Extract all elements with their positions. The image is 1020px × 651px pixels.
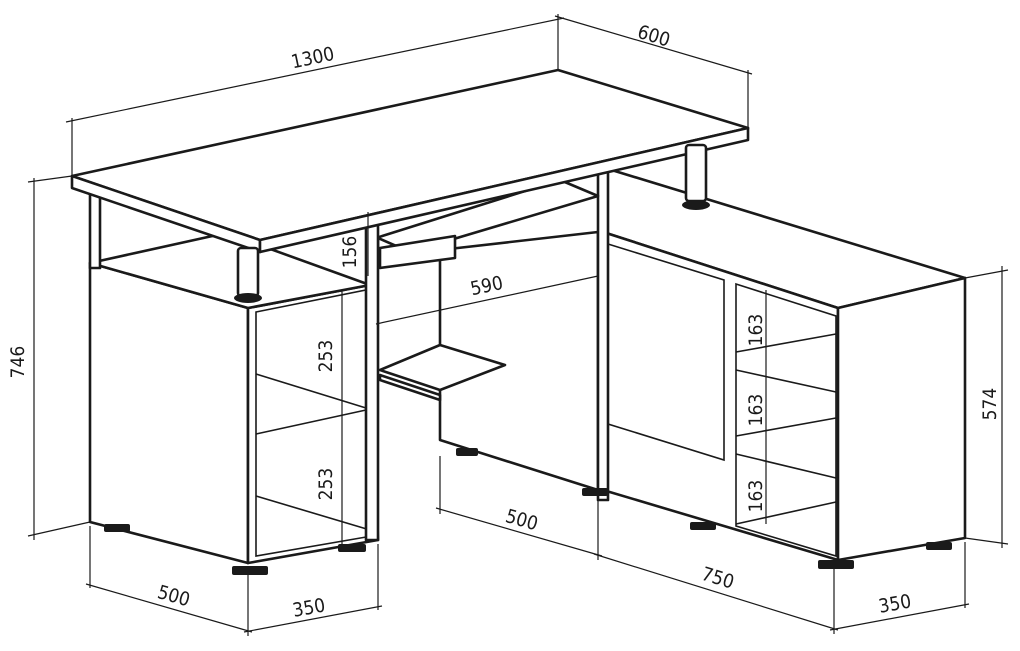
dim-right-shelf-depth: 350 (877, 590, 913, 617)
dim-right-shelf-1: 163 (745, 314, 767, 347)
dim-left-shelf-upper: 253 (315, 340, 337, 373)
dim-right-shelf-3: 163 (745, 480, 767, 513)
cabinet-feet (104, 448, 952, 575)
dim-total-height: 746 (7, 346, 29, 379)
dim-left-shelf-lower: 253 (315, 468, 337, 501)
dim-left-depth: 500 (155, 581, 192, 611)
dimension-labels: 1300 600 746 574 156 590 253 253 163 163… (7, 21, 1001, 622)
keyboard-tray (374, 178, 600, 402)
dimension-lines (27, 14, 1009, 636)
desktop-top (70, 68, 750, 254)
dim-top-length: 1300 (289, 43, 336, 74)
dim-top-depth: 600 (635, 21, 673, 52)
dim-right-height: 574 (979, 388, 1001, 421)
dim-right-shelf-2: 163 (745, 394, 767, 427)
dim-back-depth: 500 (503, 505, 540, 535)
left-cabinet (88, 231, 380, 565)
right-cabinet (601, 166, 967, 562)
support-posts (234, 143, 710, 303)
dim-keyboard-gap: 156 (339, 236, 361, 269)
